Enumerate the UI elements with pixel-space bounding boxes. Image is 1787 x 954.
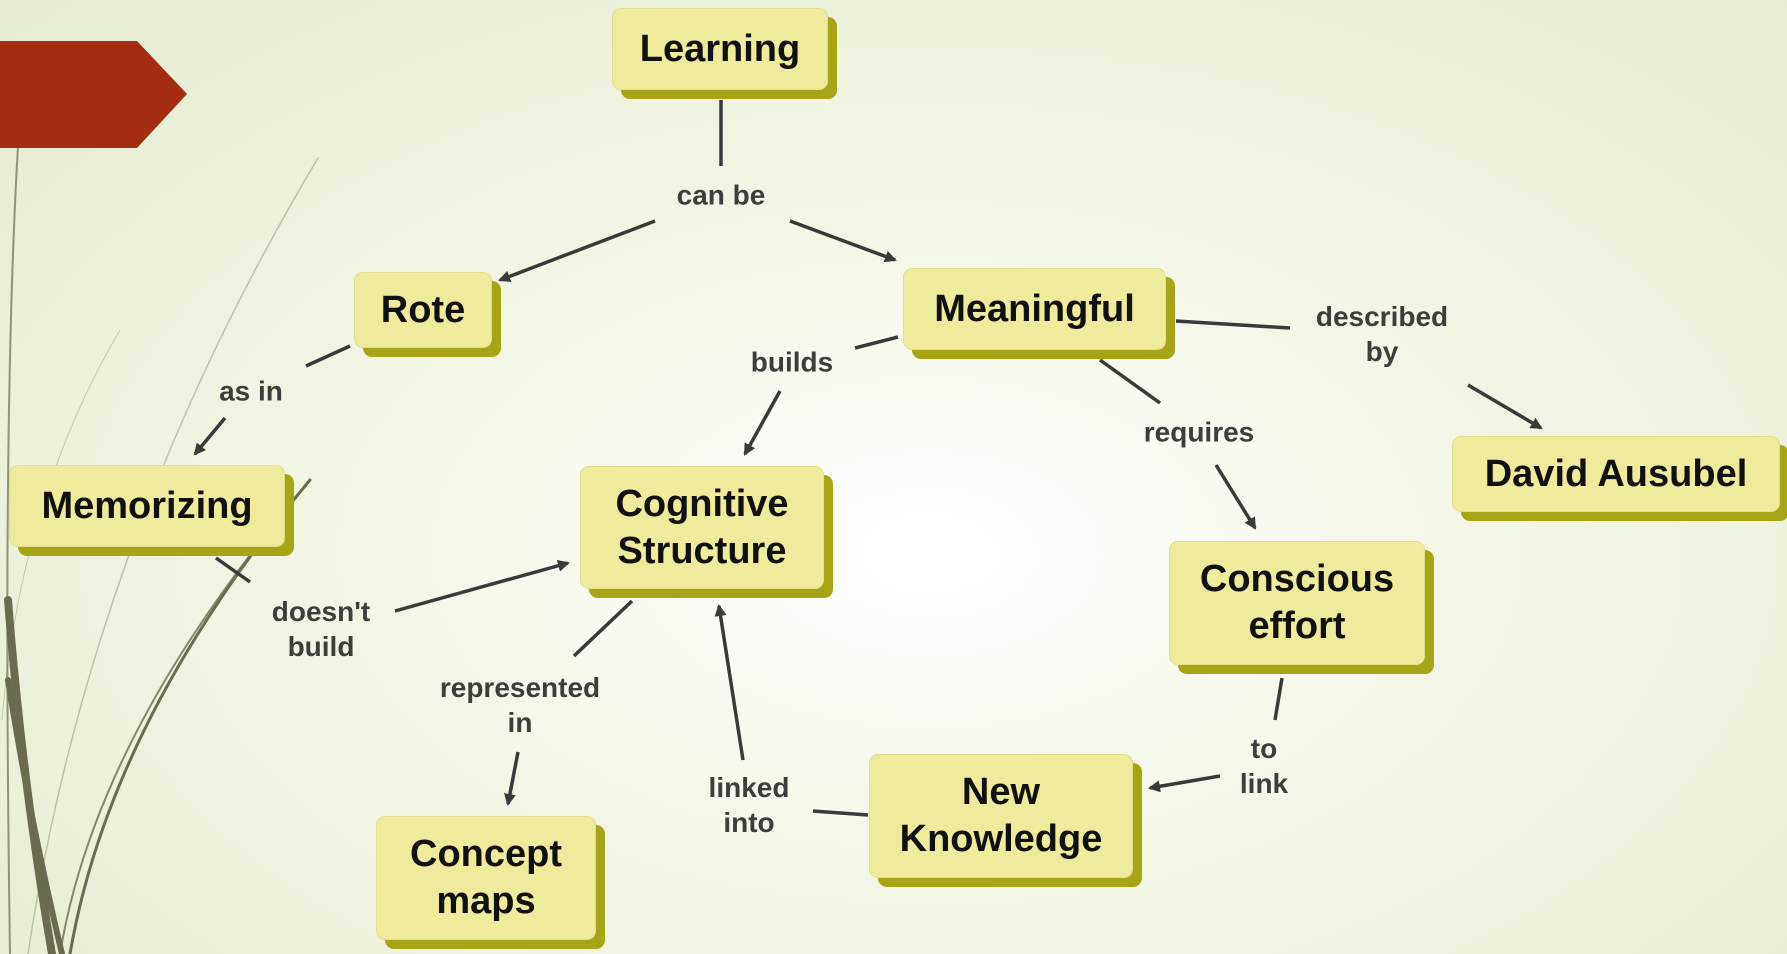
concept-rote: Rote (354, 272, 492, 348)
arrow-tolink-to-newknowledge (1148, 774, 1221, 793)
arrow-doesntbuild-to-cognitive (394, 559, 570, 613)
link-as-in: as in (219, 375, 283, 407)
link-linked-into: linked into (708, 772, 790, 838)
arrow-to-cognitive (743, 390, 782, 456)
arrow-to-conscious-effort (1214, 464, 1257, 530)
connector-conscious-tolink (1273, 677, 1284, 721)
arrow-to-david-ausubel (1467, 383, 1543, 430)
concept-conscious-effort: Conscious effort (1169, 541, 1425, 665)
connector-rote-asin (305, 344, 351, 368)
concept-new-knowledge: New Knowledge (869, 754, 1133, 878)
arrow-linkedinto-to-cognitive (714, 604, 745, 761)
connector-meaningful-builds (854, 335, 899, 350)
link-builds: builds (750, 346, 834, 378)
concept-memorizing: Memorizing (9, 465, 285, 547)
link-described-by: described by (1315, 301, 1449, 367)
connector-meaningful-describedby (1175, 319, 1291, 330)
concept-meaningful: Meaningful (903, 268, 1166, 350)
connector-meaningful-requires (1098, 358, 1162, 405)
concept-concept-maps: Concept maps (376, 816, 596, 940)
arrow-to-meaningful (789, 219, 897, 263)
concept-learning: Learning (612, 8, 828, 90)
concept-cognitive-structure: Cognitive Structure (580, 466, 824, 589)
concept-david-ausubel: David Ausubel (1452, 436, 1780, 512)
link-doesnt-build: doesn't build (271, 596, 371, 662)
link-requires: requires (1143, 416, 1255, 448)
connector-memorizing-doesntbuild (214, 556, 252, 584)
arrow-to-concept-maps (503, 751, 520, 806)
link-represented-in: represented in (439, 672, 601, 738)
link-to-link: to link (1239, 733, 1289, 799)
connector-newknowledge-linkedinto (812, 809, 869, 817)
arrow-to-memorizing (193, 416, 227, 456)
arrow-to-rote (498, 219, 656, 283)
link-can-be: can be (676, 179, 766, 211)
connector-cognitive-representedin (572, 599, 634, 658)
